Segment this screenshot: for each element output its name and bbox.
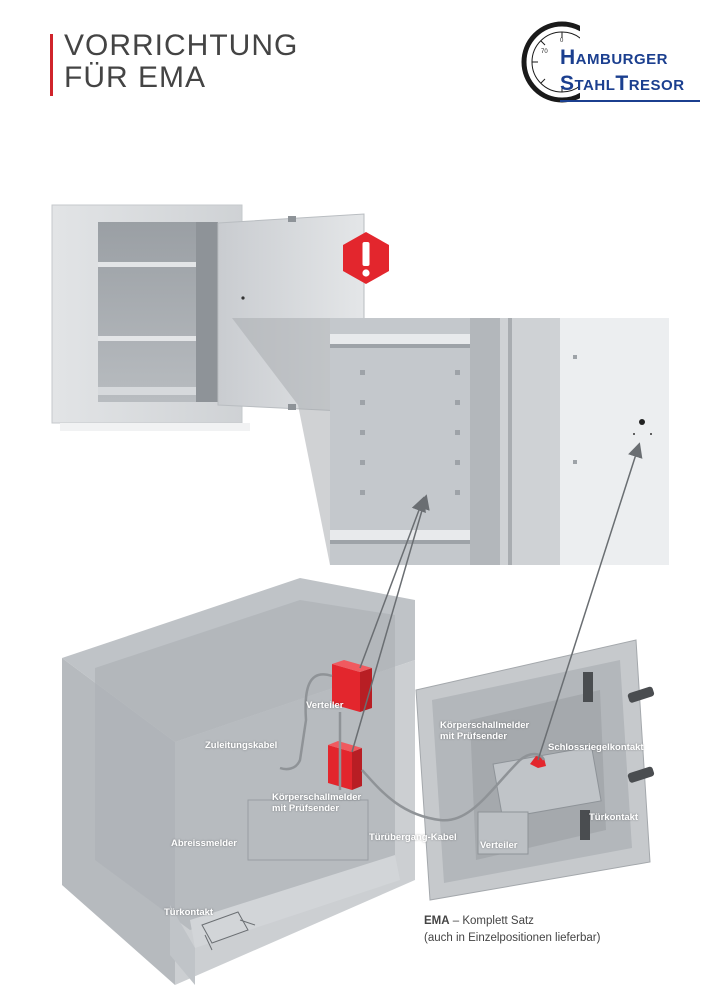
label-tuerkontakt-right: Türkontakt [589, 812, 639, 823]
caption-rest: – Komplett Satz [449, 915, 534, 927]
label-tueruebergang: Türübergang-Kabel [369, 832, 457, 843]
label-tuerkontakt-left: Türkontakt [164, 907, 214, 918]
logo-line-2-text: StahlTresor [560, 72, 685, 95]
label-zuleitungskabel: Zuleitungskabel [205, 740, 278, 751]
label-abreissmelder: Abreissmelder [171, 838, 238, 849]
label-koerperschall-left-line2: mit Prüfsender [272, 803, 340, 814]
zoom-wedge [232, 318, 330, 565]
label-koerperschall-right: Körperschallmelder mit Prüfsender [440, 720, 529, 742]
label-schlossriegelkontakt: Schlossriegelkontakt [548, 742, 644, 753]
caption-bold: EMA [424, 915, 450, 927]
label-koerperschall-right-line1: Körperschallmelder [440, 720, 530, 731]
label-verteiler-door: Verteiler [480, 840, 518, 851]
label-koerperschall-left: Körperschallmelder mit Prüfsender [272, 792, 361, 814]
title-line-2: FÜR EMA [64, 61, 206, 94]
logo-line-2: StahlTresor [560, 72, 685, 96]
door-cutaway [415, 639, 655, 901]
caption: EMA – Komplett Satz (auch in Einzelposit… [424, 913, 600, 947]
cables [279, 673, 546, 822]
door-contact-sketch [201, 911, 256, 951]
label-verteiler-top: Verteiler [306, 700, 344, 711]
label-koerperschall-right-line2: mit Prüfsender [440, 731, 508, 742]
safe-photo [51, 204, 365, 431]
caption-line-2: (auch in Einzelpositionen lieferbar) [424, 932, 601, 944]
logo-underline [560, 100, 700, 102]
caption-line-1: EMA – Komplett Satz [424, 913, 600, 930]
exclamation-hexagon-icon [343, 232, 389, 284]
logo-line-1: Hamburger [560, 46, 668, 70]
brand-logo: 70 0 Hamburger StahlTresor [520, 20, 700, 106]
dial-tick-label: 70 [541, 49, 548, 55]
logo-line-1-text: Hamburger [560, 46, 668, 69]
title-line-1: VORRICHTUNG [64, 29, 299, 62]
pointer-arrows [351, 442, 643, 761]
zoom-panel [330, 318, 669, 565]
label-koerperschall-left-line1: Körperschallmelder [272, 792, 362, 803]
dial-tick-label: 0 [560, 38, 564, 44]
title-accent-bar [50, 34, 53, 96]
page-title: VORRICHTUNG FÜR EMA [64, 30, 298, 94]
safe-cutaway [62, 578, 415, 985]
